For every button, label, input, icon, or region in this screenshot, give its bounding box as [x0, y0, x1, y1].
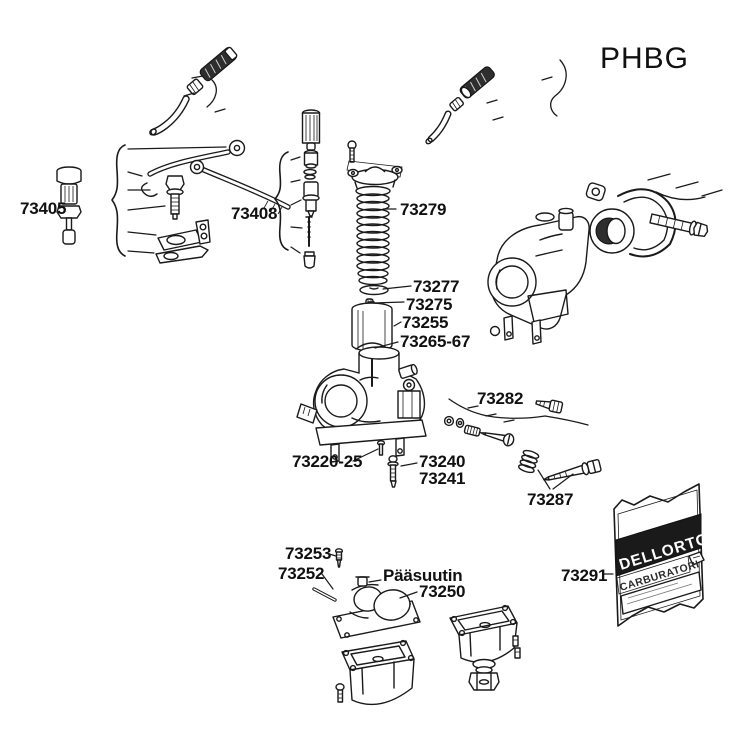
throttle-slide-73255 [351, 301, 393, 352]
float-bowl-2 [449, 604, 521, 663]
needle-valve-73253 [334, 548, 344, 568]
carburetor-body-front [296, 346, 427, 463]
part-label-73253: 73253 [285, 544, 332, 563]
float-assembly-73250 [332, 576, 421, 639]
part-label-73241: 73241 [419, 469, 466, 488]
carb-top-cover [346, 140, 403, 189]
idle-screw-73287 [517, 449, 602, 490]
diagram-title: PHBG [600, 42, 690, 75]
part-label-73240: 73240 [419, 452, 466, 471]
throttle-lever-group [111, 139, 291, 264]
part-label-73408: 73408 [231, 204, 278, 223]
jet-set-73408 [274, 109, 321, 269]
group-brace-left [111, 144, 126, 257]
label-leader-lines [321, 208, 614, 599]
part-label-73287: 73287 [527, 490, 574, 509]
part-label-73282: 73282 [477, 389, 524, 408]
throttle-spring-73279 [355, 185, 391, 286]
part-label-main-jet: Pääsuutin [383, 566, 463, 585]
mixture-parts-73282 [443, 398, 589, 447]
part-label-73277: 73277 [413, 277, 460, 296]
float-pin-73220-25 [376, 440, 386, 456]
cable-adjuster-assembly-left [149, 46, 238, 136]
carburetor-body-rear [487, 207, 590, 345]
screw-73240-73241 [387, 455, 399, 488]
part-label-73279: 73279 [400, 200, 447, 219]
part-label-73275: 73275 [406, 295, 453, 314]
part-label-73291: 73291 [561, 566, 608, 585]
manifold-clamp-assembly [585, 173, 723, 258]
part-label-73250: 73250 [419, 582, 466, 601]
float-bowl-1 [335, 639, 415, 706]
leader-dashes-top-left [183, 75, 226, 113]
dellorto-bag-73291: DELLORTO CARBURATORI [613, 483, 711, 627]
needle-washer-73277 [359, 284, 389, 296]
part-label-73265-67: 73265-67 [400, 332, 471, 351]
float-pivot-pin-73252 [312, 587, 337, 602]
part-label-73220-25: 73220-25 [292, 452, 363, 471]
group-brace-jets [274, 151, 289, 251]
choke-plunger-73405 [56, 166, 82, 245]
part-label-73405: 73405 [20, 199, 67, 218]
part-label-73252: 73252 [278, 564, 325, 583]
cable-adjuster-assembly-right [425, 59, 567, 145]
part-label-73255: 73255 [402, 313, 449, 332]
drain-plug [468, 658, 500, 691]
main-jet [357, 576, 368, 587]
